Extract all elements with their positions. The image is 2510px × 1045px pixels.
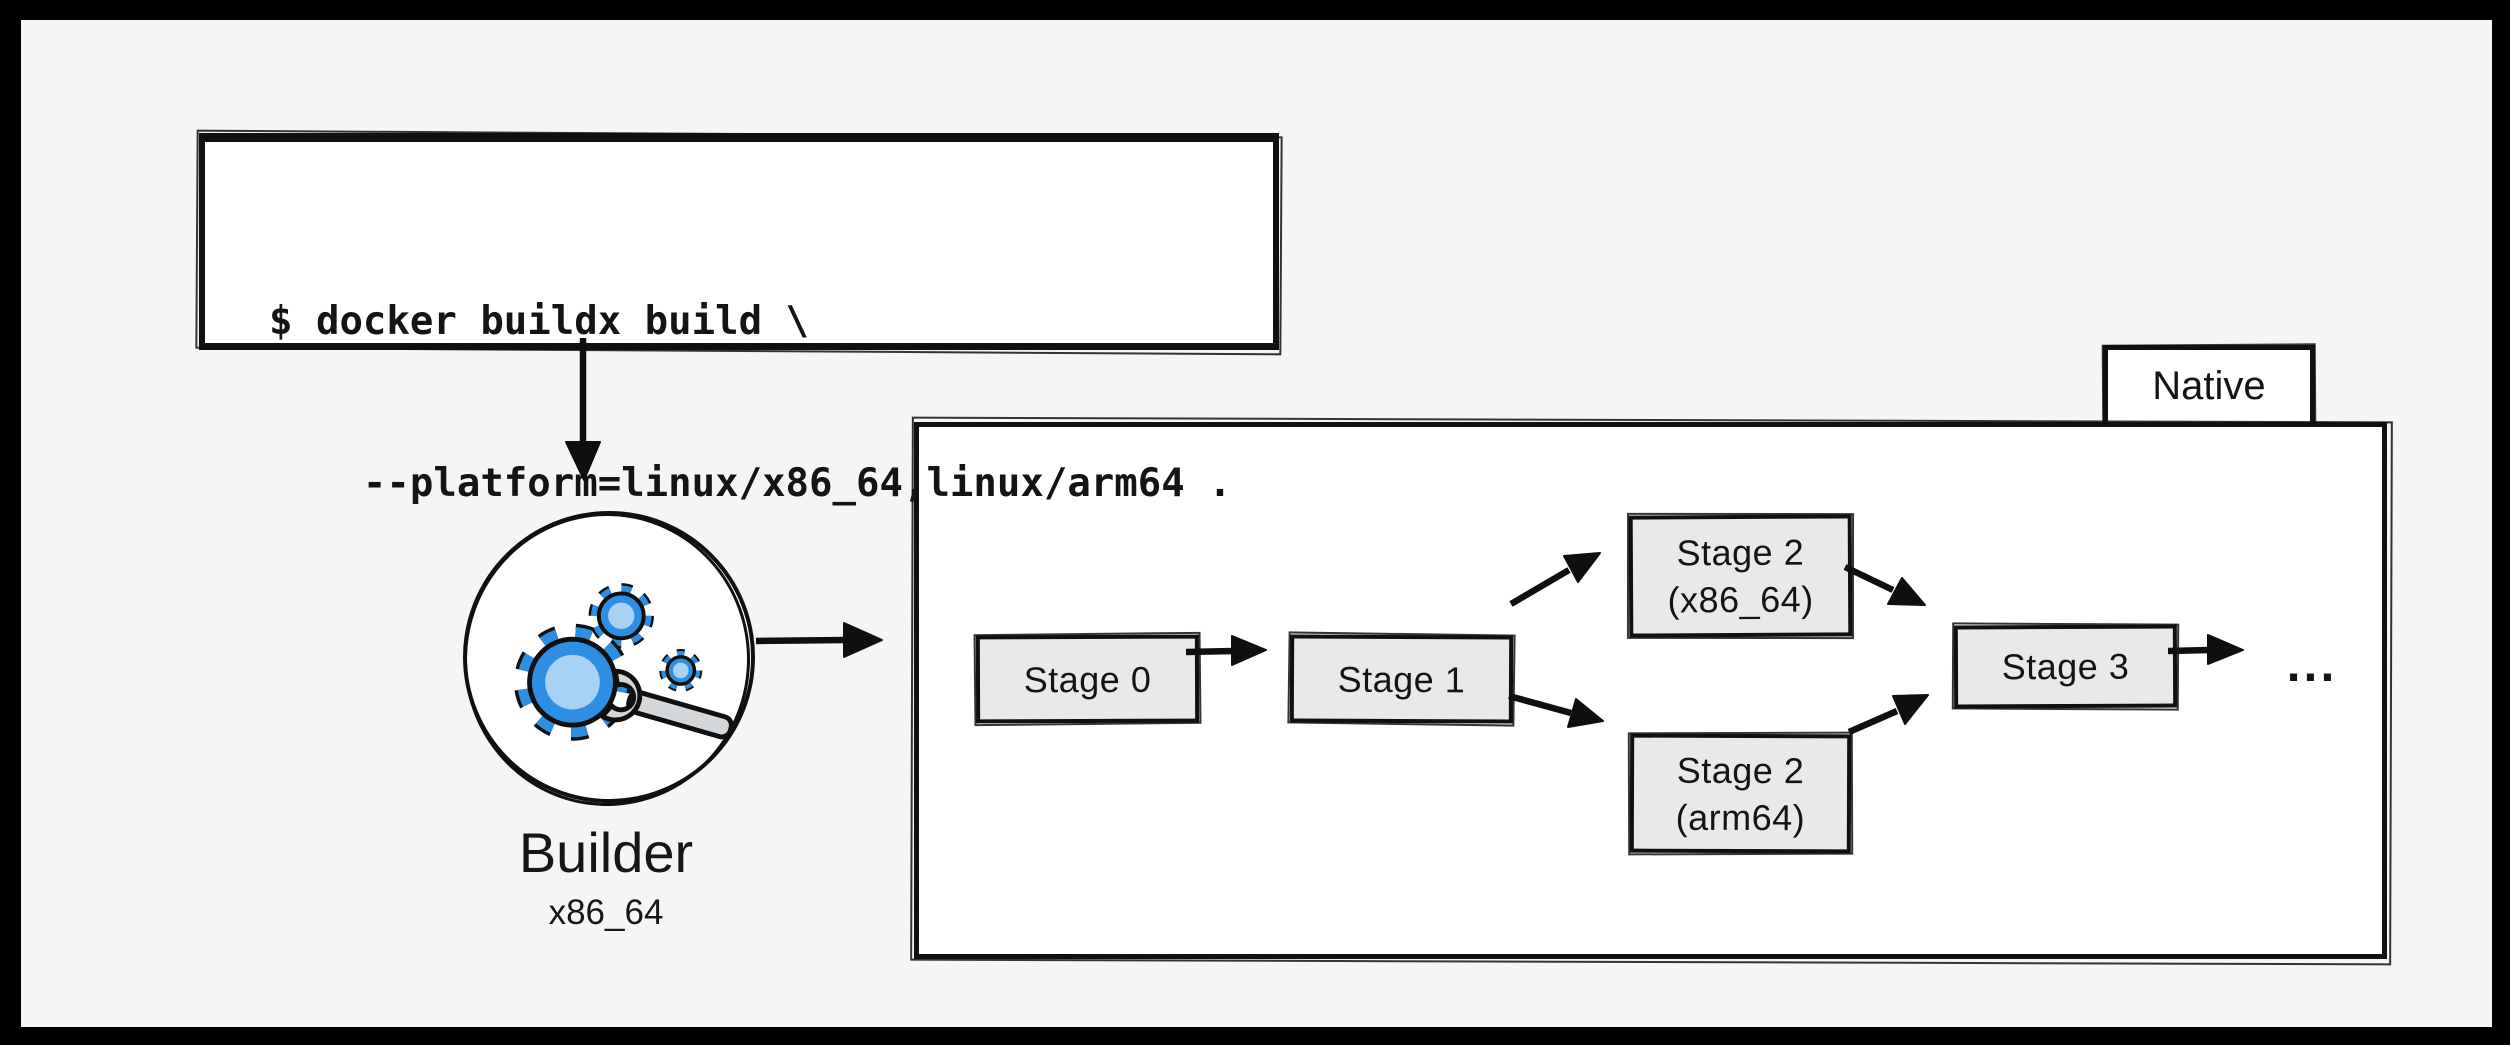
stage-3-label: Stage 3 [2001, 645, 2130, 688]
command-line-1: $ docker buildx build \ [269, 299, 810, 344]
stage-2-x86-node: Stage 2 (x86_64) [1628, 514, 1853, 638]
builder-label: Builder [518, 821, 694, 884]
builder-arch-label: x86_64 [548, 893, 664, 932]
stage-1-label: Stage 1 [1337, 658, 1466, 700]
native-tab: Native [2103, 345, 2315, 427]
continuation-ellipsis: ... [2286, 636, 2338, 692]
stage-0-node: Stage 0 [975, 634, 1200, 724]
stage-2-x86-label-line1: Stage 2 [1676, 531, 1805, 574]
diagram-background: $ docker buildx build \ --platform=linux… [21, 20, 2492, 1027]
stage-2-x86-label-line2: (x86_64) [1667, 578, 1814, 621]
stage-0-label: Stage 0 [1023, 658, 1152, 700]
stage-2-arm-label-line1: Stage 2 [1676, 749, 1805, 791]
command-box: $ docker buildx build \ --platform=linux… [199, 133, 1279, 506]
gears-wrench-icon [513, 583, 734, 741]
stage-1-node: Stage 1 [1289, 634, 1514, 724]
command-text: $ docker buildx build \ --platform=linux… [269, 187, 1232, 619]
stage-2-arm-node: Stage 2 (arm64) [1629, 733, 1852, 854]
tiny-gear-icon [659, 649, 703, 692]
stage-3-node: Stage 3 [1953, 624, 2178, 709]
command-line-2: --platform=linux/x86_64,linux/arm64 . [269, 461, 1232, 506]
small-gear-icon [588, 583, 654, 649]
stage-2-arm-label-line2: (arm64) [1675, 796, 1806, 838]
native-tab-label: Native [2152, 363, 2266, 408]
wrench-icon [599, 668, 734, 740]
